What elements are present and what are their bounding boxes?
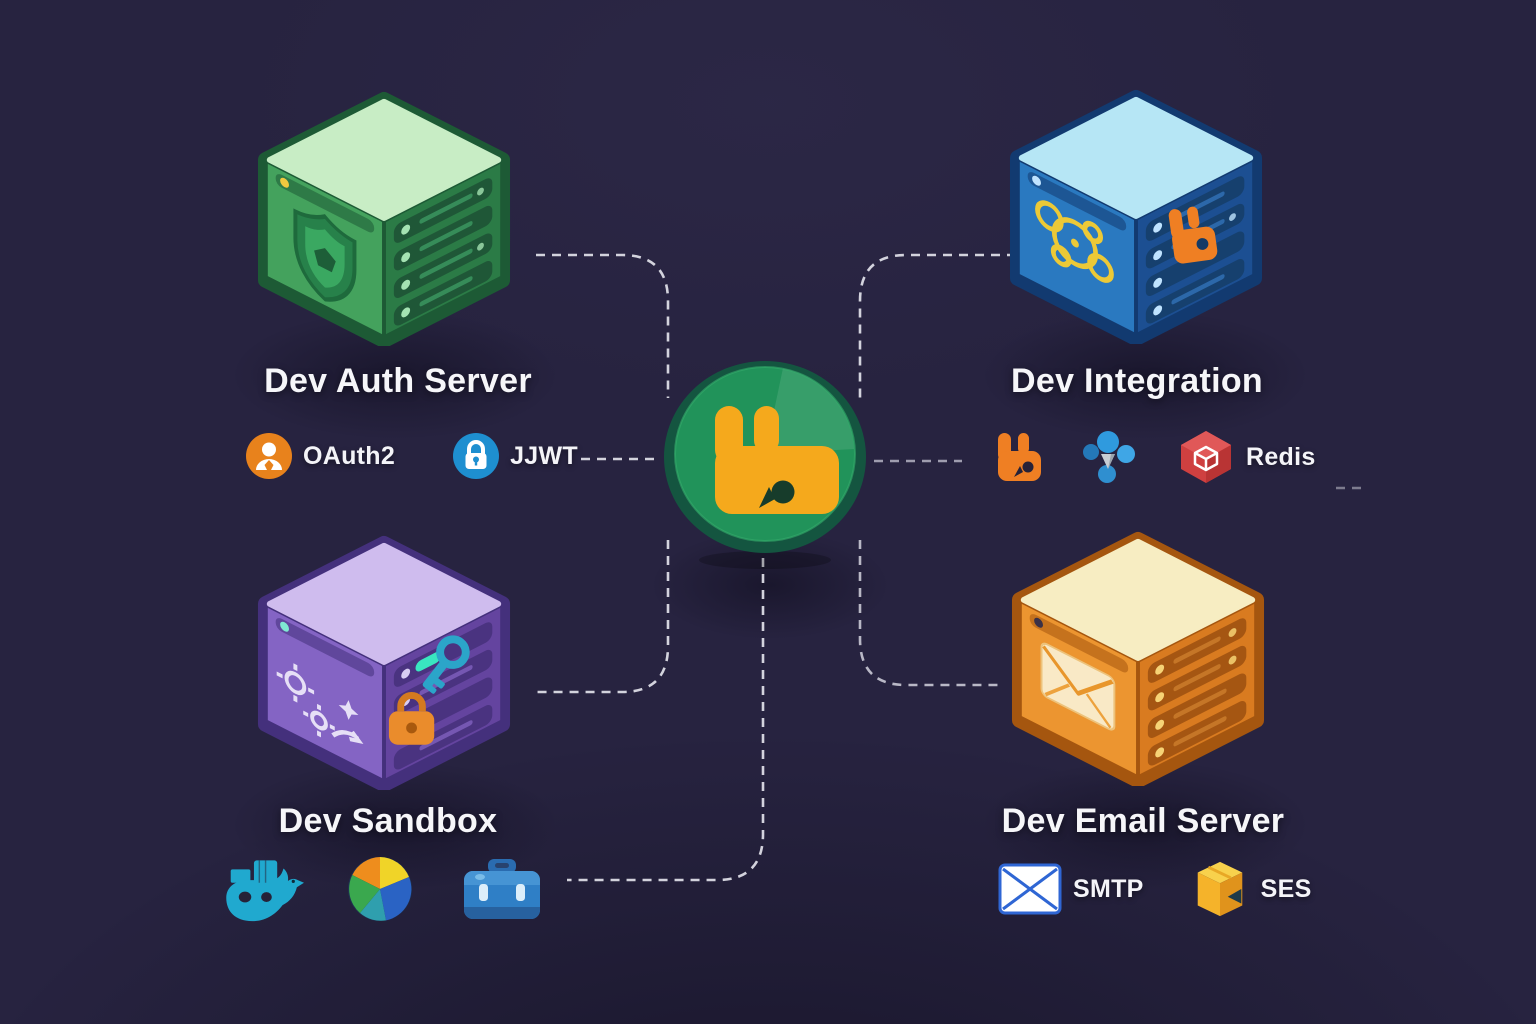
cube-right-face [385,163,501,335]
hub-shadow [699,551,831,569]
rabbitmq-hub [664,361,866,569]
gears-doodle-icon [275,618,375,745]
cube-right-face [1139,603,1255,775]
rabbit-eye-dot [771,480,795,504]
email-badges-row: SMTP SES [998,858,1312,920]
redis-badge: Redis [1177,428,1316,486]
redis-cube-icon [1181,431,1231,483]
jwt-badge: JJWT [453,433,578,479]
padlock-icon [453,433,500,479]
integration-badges-row: Redis [995,428,1316,486]
rabbitmq-icon [998,433,1041,481]
pie-chart-badge [346,855,414,923]
sandbox-server-cube [257,535,511,790]
connector-to-sandbox [533,540,670,694]
docker-whale-icon [226,860,304,922]
cube-top-face [266,98,502,221]
auth-badges-row: OAuth2 JJWT [246,433,578,479]
connector-to-email [858,540,1000,687]
badge-label: SES [1260,874,1312,903]
molecule-icon [1027,172,1127,283]
node-cluster-icon [1083,431,1135,483]
connector-auth-down [536,253,670,398]
integration-title: Dev Integration [1011,362,1263,400]
email-server-cube [1011,531,1265,786]
smtp-badge: SMTP [998,863,1144,915]
pie-chart-icon [348,857,412,921]
ses-badge: SES [1190,858,1312,920]
badge-label: OAuth2 [303,441,396,470]
drive-bay-slats [393,178,493,326]
padlock-icon [388,692,435,745]
cluster-badge [1081,429,1137,485]
auth-server-cube [257,91,511,346]
envelope-emblem-icon [1029,614,1129,731]
key-icon [422,635,470,694]
oauth2-badge: OAuth2 [246,433,395,479]
cube-top-face [1020,538,1256,661]
toolbox-badge [462,857,542,921]
integration-server-cube [1009,89,1263,344]
shield-icon [275,174,375,302]
rabbit-eye-tail [759,487,775,508]
cube-top-face [1018,96,1254,219]
envelope-icon [998,863,1062,915]
rabbitmq-badge [995,431,1043,483]
sandbox-badges-row [220,852,542,926]
hub-rim [674,366,856,542]
user-icon [246,433,292,479]
package-icon [1197,861,1242,917]
badge-label: JJWT [510,441,578,470]
hub-highlight [765,368,854,454]
badge-label: Redis [1246,442,1316,471]
toolbox-icon [464,859,540,919]
drive-bay-slats [1147,618,1247,766]
rabbitmq-rabbit-icon [715,406,839,514]
auth-server-title: Dev Auth Server [264,362,532,400]
badge-label: SMTP [1073,874,1144,903]
connector-integration-down [858,253,1016,398]
sandbox-title: Dev Sandbox [278,802,498,840]
rabbit-icon [1168,206,1218,264]
cube-top-face [266,542,502,665]
email-server-title: Dev Email Server [1001,802,1285,840]
docker-badge [220,852,304,926]
connector-hub-down [567,558,765,882]
